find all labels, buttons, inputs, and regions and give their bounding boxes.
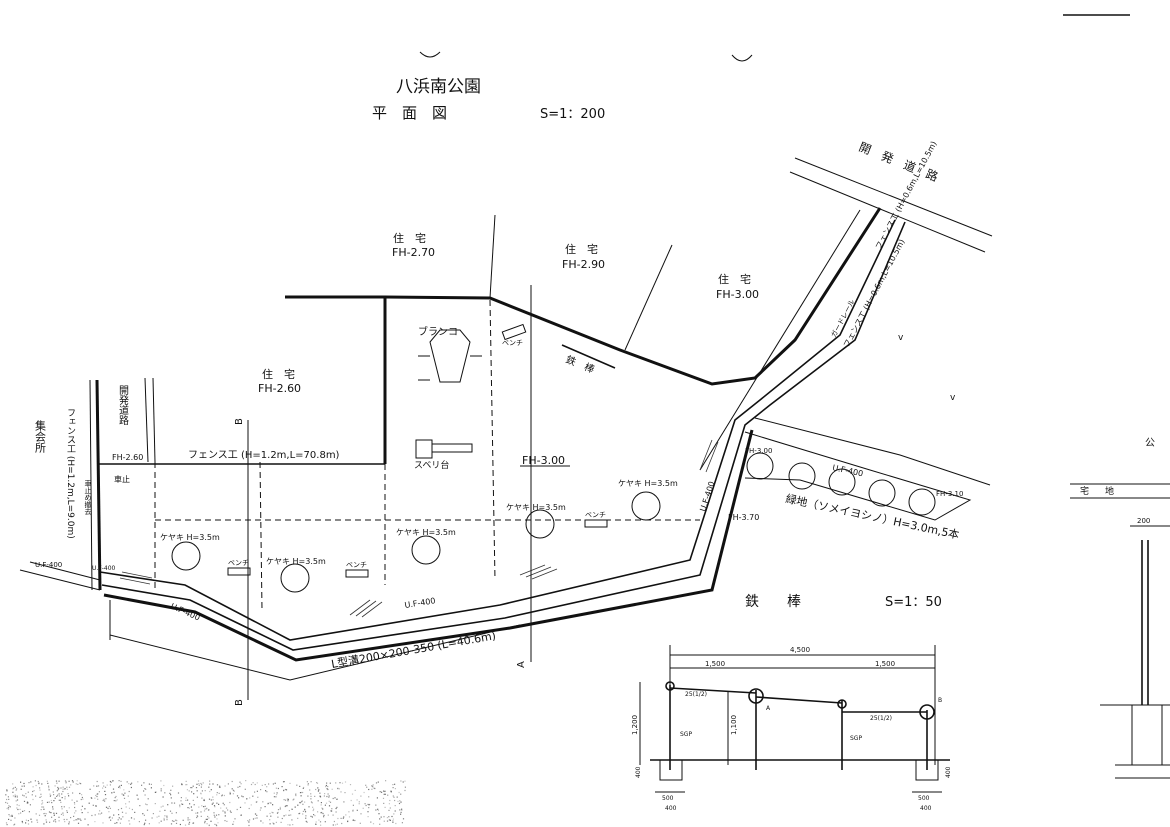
house-fh-3: FH-3.00 <box>716 288 759 301</box>
ditch-hatching <box>119 439 719 618</box>
bench-label-top: ベンチ <box>502 339 523 347</box>
detail-title: 鉄 棒 <box>745 594 801 610</box>
detail-total-width: 4,500 <box>790 646 810 654</box>
house-fh-1: FH-2.70 <box>392 246 435 259</box>
road-label-left: 開発道路 <box>117 385 129 426</box>
section-mark-a: A <box>516 661 527 668</box>
right-partial-dim: 200 <box>1137 517 1150 525</box>
post-label: 車止 <box>114 474 130 484</box>
bench-top: ベンチ <box>501 323 527 347</box>
tree-3: ケヤキ H=3.5m <box>396 528 456 565</box>
section-line-a: A <box>516 285 532 668</box>
fh-right: FH-3.70 <box>728 513 759 522</box>
detail-pipe-note2: SGP <box>850 735 862 742</box>
detail-pipe-note1: SGP <box>680 731 692 738</box>
right-partial-sheet: 宅 地 公 200 <box>1063 14 1170 779</box>
house-fh-4: FH-2.60 <box>258 382 301 395</box>
park-name-title: 八浜南公園 <box>396 77 481 97</box>
house-fh-2: FH-2.90 <box>562 258 605 271</box>
svg-text:ケヤキ H=3.5m: ケヤキ H=3.5m <box>506 503 566 512</box>
swing: ブランコ <box>418 325 482 383</box>
house-label-2: 住 宅 <box>565 242 598 256</box>
detail-base-w4: 400 <box>920 805 932 812</box>
right-partial-l2: 地 <box>1105 485 1114 497</box>
house-label-4: 住 宅 <box>262 367 295 381</box>
plan-label: 平 面 図 <box>372 104 447 122</box>
fence-left-sub: 車止め撤去 <box>84 479 92 516</box>
svg-text:ケヤキ H=3.5m: ケヤキ H=3.5m <box>266 557 326 566</box>
slide-label: スベリ台 <box>414 459 449 471</box>
iron-bar: 鉄 棒 <box>561 344 616 376</box>
scan-noise <box>5 780 406 827</box>
detail-base-w1: 500 <box>662 795 674 802</box>
fh-center: FH-3.00 <box>520 454 570 467</box>
detail-base-h2: 400 <box>945 766 952 778</box>
detail-scale: S=1：50 <box>885 595 942 610</box>
fence-left-label: フェンス工 (H=1.2m,L=9.0m) <box>65 408 76 539</box>
right-partial-l1: 宅 <box>1080 485 1089 497</box>
bench-3: ベンチ <box>584 511 608 528</box>
bench-1: ベンチ <box>227 559 251 576</box>
park-outline <box>19 219 991 681</box>
title-arc-right <box>731 54 753 62</box>
detail-pipe1: 25(1/2) <box>685 691 707 698</box>
detail-base-w2: 500 <box>918 795 930 802</box>
house-label-1: 住 宅 <box>393 231 426 245</box>
section-mark-b-top: B <box>234 418 245 425</box>
mark-v-1: v <box>898 333 904 343</box>
svg-text:FH-3.00: FH-3.00 <box>522 454 565 467</box>
iron-bar-label: 鉄 棒 <box>564 353 597 376</box>
tree-2: ケヤキ H=3.5m <box>266 557 326 593</box>
uf-label-3: U.F-400 <box>404 596 436 610</box>
iron-bar-detail: 鉄 棒 S=1：50 4,500 1,500 1,500 1,200 1,100… <box>631 594 952 812</box>
slide: スベリ台 <box>414 439 473 471</box>
bench-label-1: ベンチ <box>228 559 249 567</box>
mark-v-2: v <box>950 393 956 403</box>
detail-h2: 1,100 <box>730 715 738 735</box>
detail-pipe2: 25(1/2) <box>870 715 892 722</box>
tree-4: ケヤキ H=3.5m <box>506 503 566 539</box>
bench-2: ベンチ <box>345 561 369 578</box>
grid-guides <box>154 299 700 611</box>
section-mark-b: B <box>234 699 245 706</box>
fence-top-label: フェンス工 (H=1.2m,L=70.8m) <box>188 450 340 461</box>
right-partial-l3: 公 <box>1145 438 1155 449</box>
uf-label-1: U.F-400 <box>35 561 62 569</box>
svg-text:ケヤキ H=3.5m: ケヤキ H=3.5m <box>618 479 678 488</box>
svg-text:ケヤキ H=3.5m: ケヤキ H=3.5m <box>160 533 220 542</box>
detail-span1: 1,500 <box>705 660 725 668</box>
tree-5: ケヤキ H=3.5m <box>618 479 678 521</box>
uf-label-5: U.F-400 <box>832 463 864 478</box>
detail-base-w3: 400 <box>665 805 677 812</box>
assembly-hall-label: 集会所 <box>34 419 47 454</box>
site-boundary <box>89 207 882 591</box>
title-arc-left <box>419 51 441 58</box>
detail-span2: 1,500 <box>875 660 895 668</box>
bench-label-2: ベンチ <box>346 561 367 569</box>
svg-text:ケヤキ H=3.5m: ケヤキ H=3.5m <box>396 528 456 537</box>
green-strip-trees <box>746 452 936 516</box>
fh-left: FH-2.60 <box>112 453 143 462</box>
detail-mark-a: A <box>766 705 771 712</box>
section-line-b: B B <box>234 418 249 706</box>
swing-label: ブランコ <box>418 325 458 338</box>
fh-green-left: FH-3.00 <box>745 447 772 455</box>
ditch-label: L型溝200×200-350 (L=40.6m) <box>330 628 497 671</box>
plan-scale: S=1：200 <box>540 107 605 122</box>
uf-label-6: U.F-400 <box>92 565 116 572</box>
bench-label-3: ベンチ <box>585 511 606 519</box>
tree-1: ケヤキ H=3.5m <box>160 533 220 571</box>
uf-label-2: U.F-400 <box>169 602 201 623</box>
detail-base-h1: 400 <box>635 766 642 778</box>
house-label-3: 住 宅 <box>718 272 751 286</box>
uf-label-4: U.F-400 <box>698 480 716 512</box>
detail-mark-b: B <box>938 697 942 704</box>
detail-h1: 1,200 <box>631 715 639 735</box>
fh-green-right: FH-3.10 <box>936 490 963 498</box>
